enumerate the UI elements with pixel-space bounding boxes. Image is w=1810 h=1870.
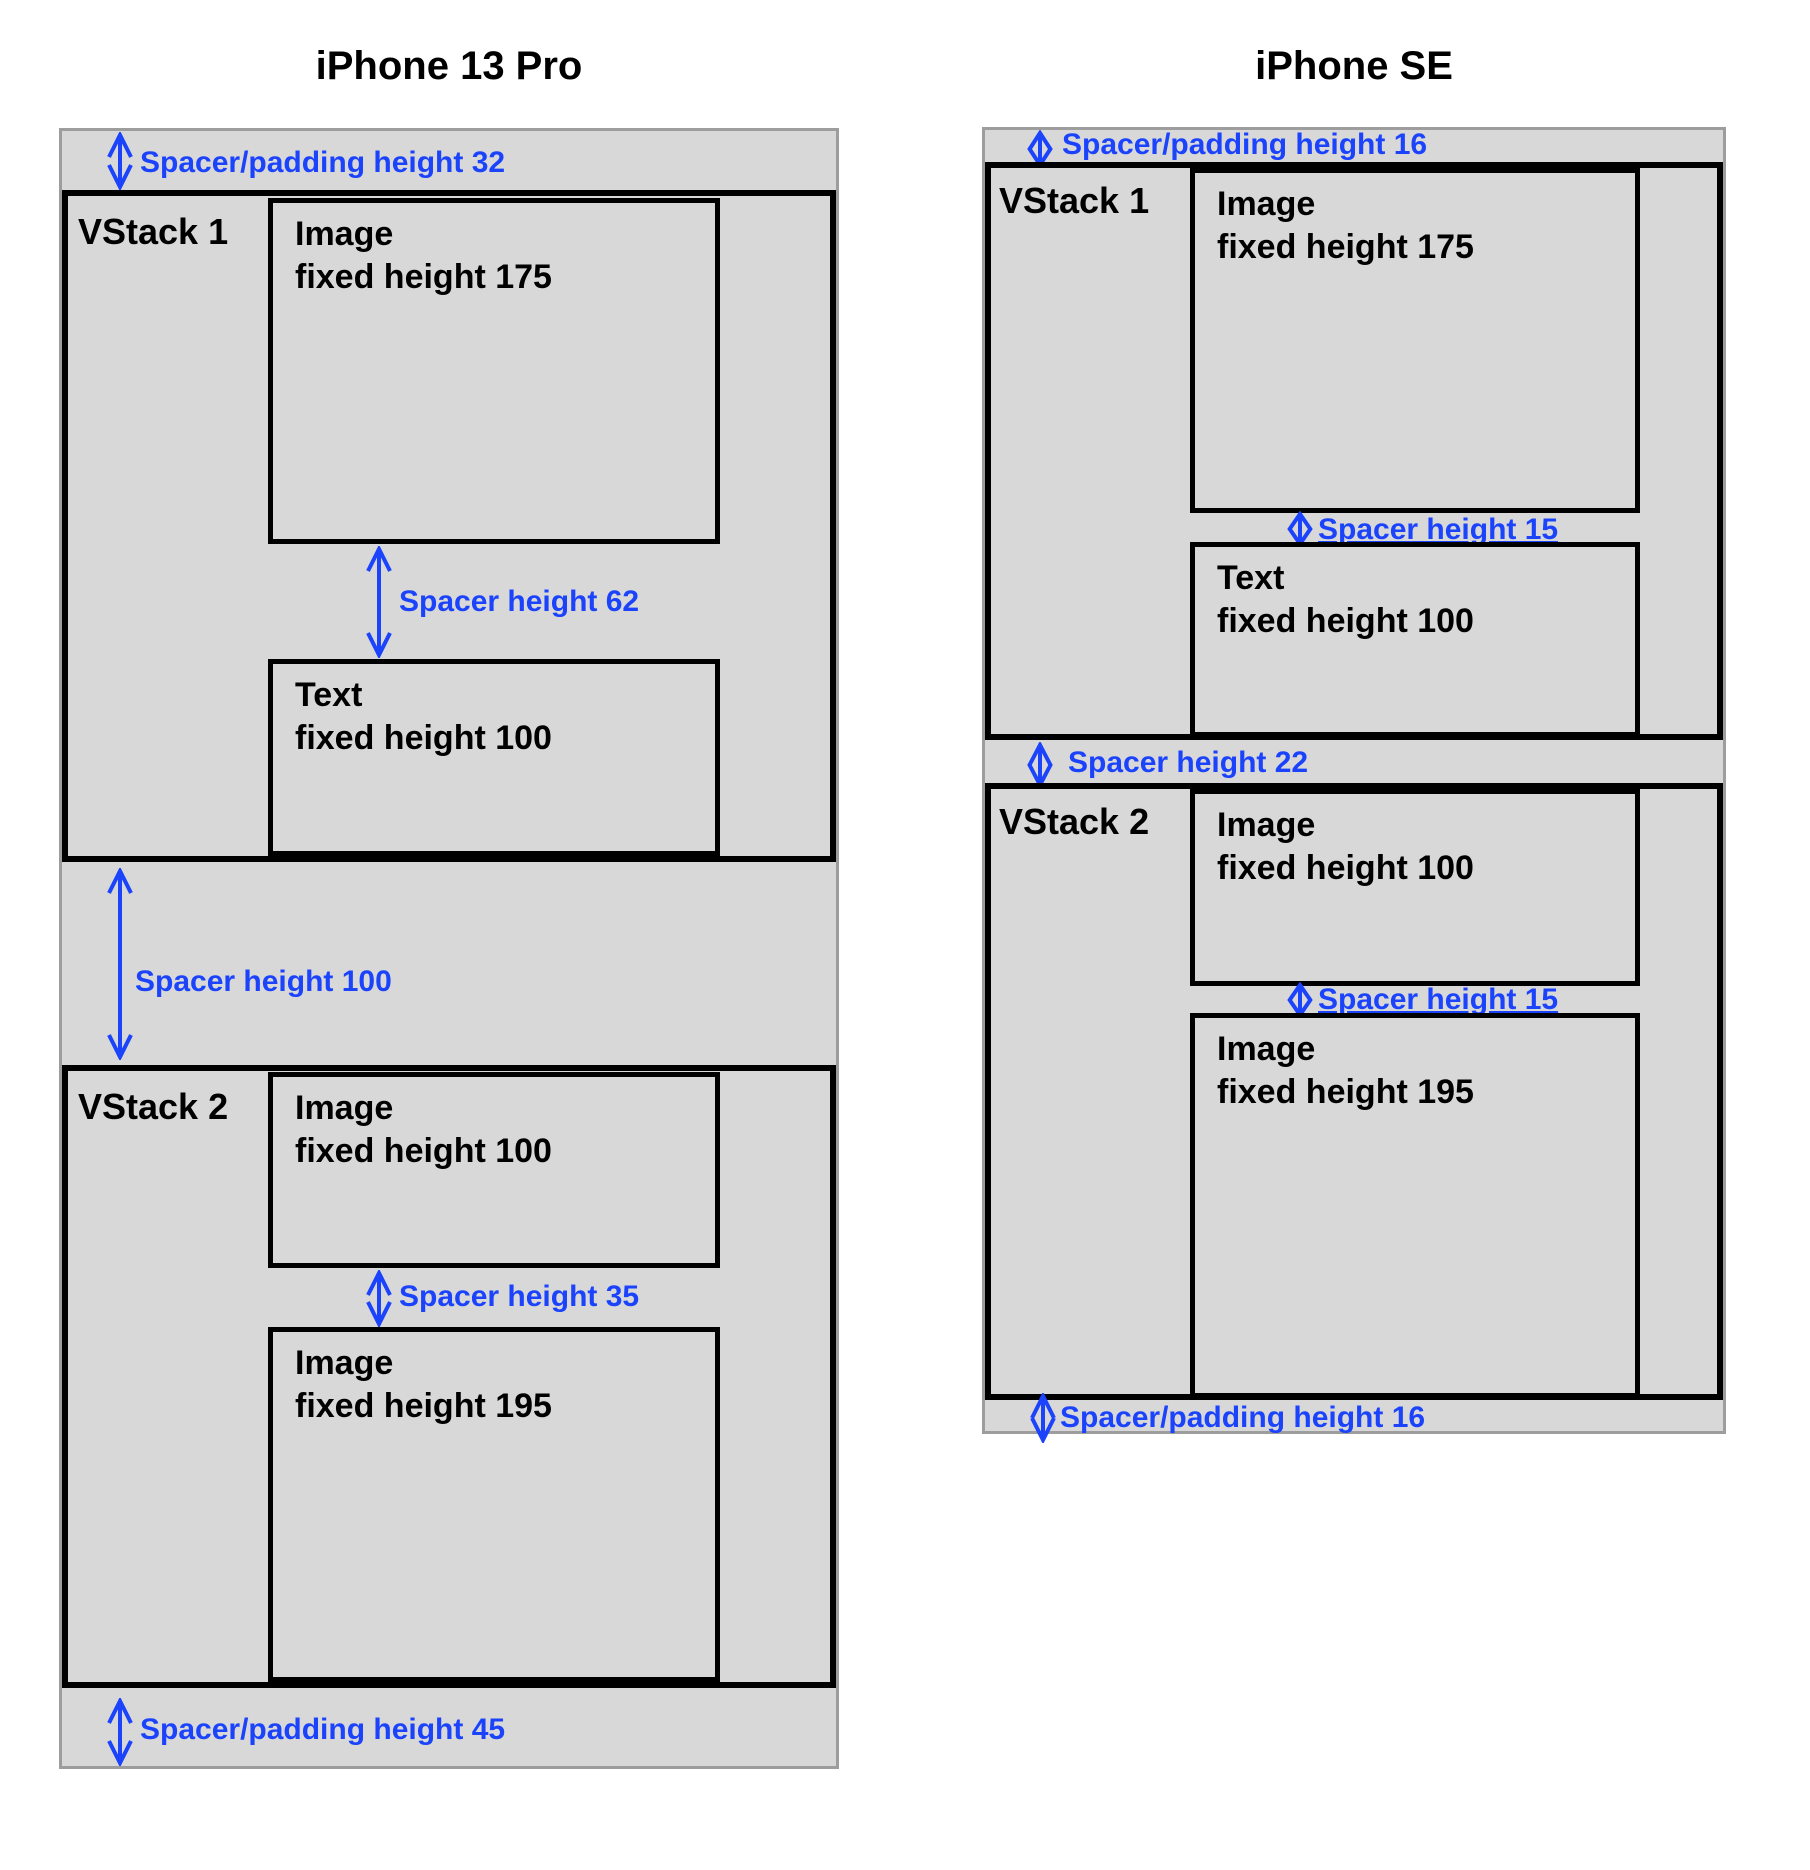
right-vstack1-box: VStack 1 Image fixed height 175 Spacer h… <box>985 162 1723 740</box>
vstack1-label: VStack 1 <box>999 180 1150 221</box>
box-label: Image fixed height 175 <box>1217 183 1474 269</box>
vstack2-label: VStack 2 <box>78 1086 229 1127</box>
vstack2-spacer-label: Spacer height 15 <box>1318 983 1559 1016</box>
box-label-line2: fixed height 195 <box>1217 1073 1474 1111</box>
box-label-line2: fixed height 175 <box>1217 228 1474 266</box>
left-vstack2-box: VStack 2 Image fixed height 100 Spacer h… <box>62 1065 836 1688</box>
vstack1-spacer-label: Spacer height 15 <box>1318 513 1559 546</box>
box-label-line1: Image <box>1217 185 1316 223</box>
image-fixed-height-195-box: Image fixed height 195 <box>1190 1013 1640 1398</box>
image-fixed-height-100-box: Image fixed height 100 <box>268 1072 720 1268</box>
box-label-line1: Text <box>295 676 363 714</box>
box-label-line2: fixed height 100 <box>295 719 552 757</box>
text-fixed-height-100-box: Text fixed height 100 <box>268 659 720 856</box>
box-label-line2: fixed height 175 <box>295 258 552 296</box>
right-diagram-title: iPhone SE <box>1255 44 1453 88</box>
box-label-line2: fixed height 100 <box>295 1132 552 1170</box>
box-label-line1: Image <box>295 1344 394 1382</box>
bottom-spacer-label: Spacer/padding height 16 <box>1060 1401 1426 1434</box>
box-label: Image fixed height 195 <box>1217 1028 1474 1114</box>
box-label: Image fixed height 100 <box>295 1087 552 1173</box>
box-label: Text fixed height 100 <box>1217 557 1474 643</box>
double-arrow-icon <box>357 546 401 658</box>
box-label: Image fixed height 195 <box>295 1342 552 1428</box>
box-label: Image fixed height 100 <box>1217 804 1474 890</box>
bottom-spacer-label: Spacer/padding height 45 <box>140 1713 506 1746</box>
vstack2-label: VStack 2 <box>999 801 1150 842</box>
image-fixed-height-175-box: Image fixed height 175 <box>268 198 720 544</box>
box-label: Image fixed height 175 <box>295 213 552 299</box>
box-label-line2: fixed height 195 <box>295 1387 552 1425</box>
image-fixed-height-175-box: Image fixed height 175 <box>1190 168 1640 513</box>
vstack2-spacer-label: Spacer height 35 <box>399 1280 640 1313</box>
box-label-line1: Image <box>295 1089 394 1127</box>
between-vstacks-spacer-label: Spacer height 22 <box>1068 746 1309 779</box>
double-arrow-icon <box>98 868 142 1060</box>
image-fixed-height-100-box: Image fixed height 100 <box>1190 789 1640 986</box>
double-arrow-icon <box>357 1270 401 1327</box>
box-label-line1: Text <box>1217 559 1285 597</box>
double-arrow-icon <box>1018 742 1062 788</box>
left-vstack1-box: VStack 1 Image fixed height 175 Spacer h… <box>62 190 836 862</box>
double-arrow-icon <box>98 132 142 190</box>
top-spacer-label: Spacer/padding height 16 <box>1062 128 1428 161</box>
box-label-line1: Image <box>1217 806 1316 844</box>
vstack1-spacer-label: Spacer height 62 <box>399 585 640 618</box>
iphone-13-pro-screen-container: Spacer/padding height 32 VStack 1 Image … <box>59 128 839 1769</box>
left-diagram-title: iPhone 13 Pro <box>315 44 583 88</box>
double-arrow-icon <box>98 1698 142 1766</box>
double-arrow-icon <box>1021 1393 1065 1443</box>
box-label-line2: fixed height 100 <box>1217 602 1474 640</box>
between-vstacks-spacer-label: Spacer height 100 <box>135 965 392 998</box>
box-label-line1: Image <box>295 215 394 253</box>
text-fixed-height-100-box: Text fixed height 100 <box>1190 542 1640 737</box>
box-label: Text fixed height 100 <box>295 674 552 760</box>
vstack1-label: VStack 1 <box>78 211 229 252</box>
top-spacer-label: Spacer/padding height 32 <box>140 146 506 179</box>
iphone-se-screen-container: Spacer/padding height 16 VStack 1 Image … <box>982 127 1726 1443</box>
box-label-line1: Image <box>1217 1030 1316 1068</box>
right-vstack2-box: VStack 2 Image fixed height 100 Spacer h… <box>985 783 1723 1400</box>
image-fixed-height-195-box: Image fixed height 195 <box>268 1327 720 1682</box>
box-label-line2: fixed height 100 <box>1217 849 1474 887</box>
